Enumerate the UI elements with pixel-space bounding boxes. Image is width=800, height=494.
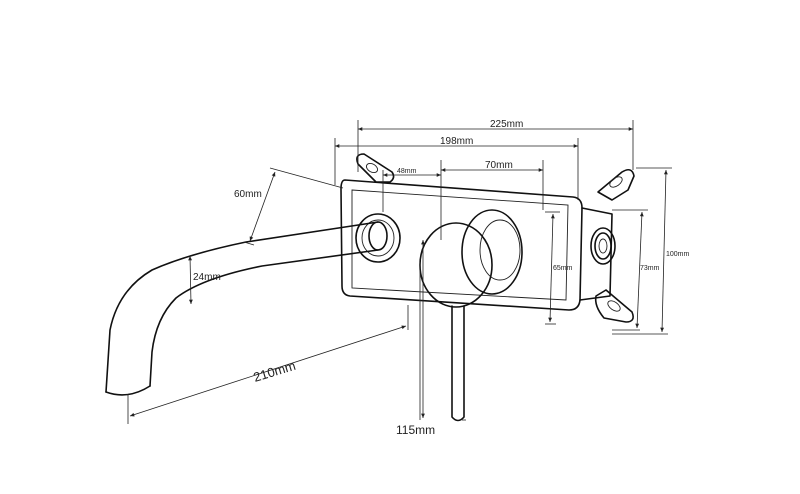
dim-line-210 [129,325,407,417]
dimension-labels: 225mm 198mm 70mm 48mm 100mm 73mm 65mm 60… [193,119,690,437]
dimension-arrows [129,127,668,418]
label-73mm: 73mm [640,265,660,272]
extension-lines [127,120,672,424]
dim-line-60 [249,171,276,242]
mounting-ear-top-left [356,153,395,183]
mounting-box [340,179,616,311]
label-24mm: 24mm [193,272,221,283]
label-100mm: 100mm [666,251,690,258]
mounting-ear-bottom-right [594,289,634,323]
label-48mm: 48mm [397,168,417,175]
label-115mm: 115mm [396,423,435,437]
valve-escutcheon [461,209,523,295]
dim-line-65 [548,213,555,323]
label-198mm: 198mm [440,136,473,147]
label-210mm: 210mm [251,358,297,385]
dim-line-24 [188,255,193,305]
spout [105,221,388,396]
mounting-ear-top-right [597,168,635,201]
label-70mm: 70mm [485,160,513,171]
lever-handle [419,222,493,422]
dim-line-73 [635,211,644,329]
label-225mm: 225mm [490,119,523,130]
label-65mm: 65mm [553,265,573,272]
dim-line-100 [660,169,668,333]
label-60mm: 60mm [234,189,262,200]
